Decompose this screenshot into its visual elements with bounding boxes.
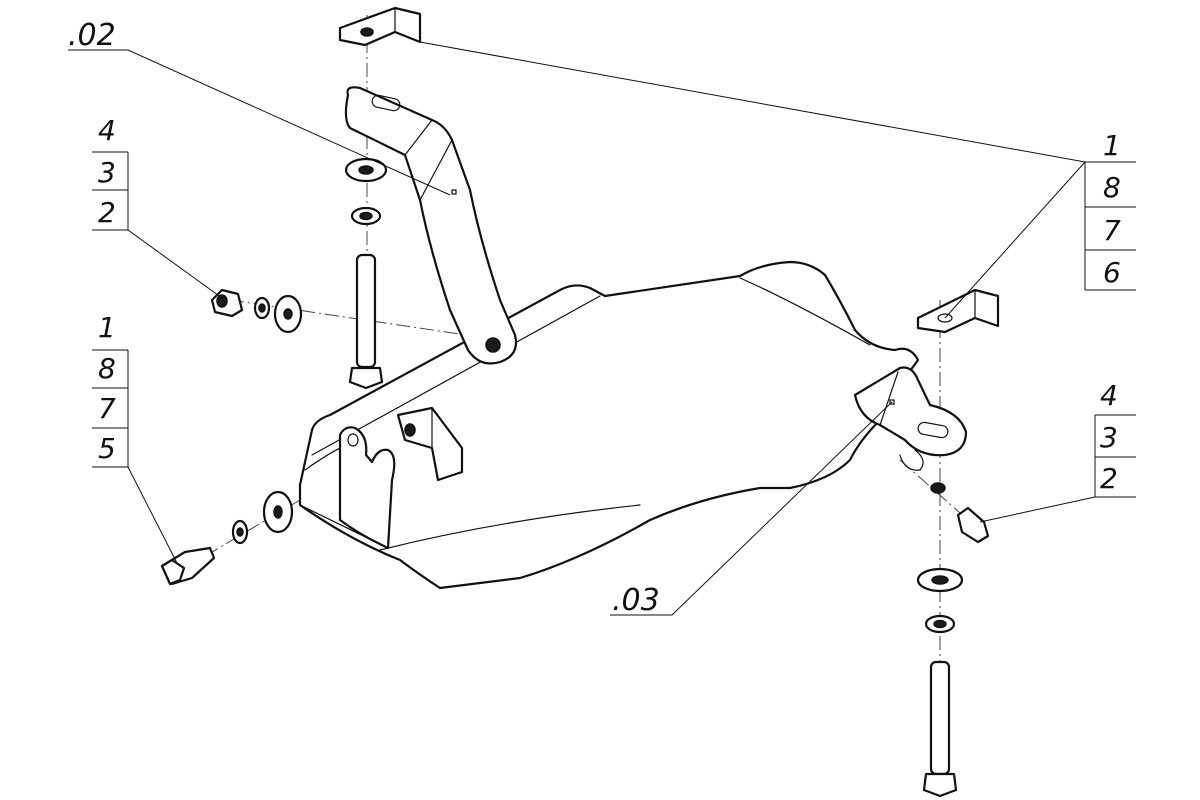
stack-item: 7 [1103, 214, 1121, 247]
hardware-bottom-stack [916, 567, 964, 798]
callout-03-label: .03 [612, 583, 660, 618]
stack-item: 2 [1100, 462, 1118, 495]
tall-bracket [344, 86, 518, 365]
callout-stack-lower-right: 4 3 2 [1094, 379, 1136, 497]
stack-item: 1 [1103, 129, 1121, 162]
stack-item: 7 [98, 392, 116, 425]
skid-plate [298, 260, 920, 590]
stack-item: 8 [1103, 171, 1121, 204]
hardware-left-upper [210, 288, 303, 334]
callout-02-label: .02 [68, 18, 116, 53]
clip-front [396, 406, 464, 482]
clip-top [338, 6, 422, 47]
stack-item: 4 [98, 114, 116, 147]
rear-bracket [853, 366, 968, 471]
clip-right [916, 288, 1000, 334]
callout-02: .02 [68, 18, 116, 53]
stack-item: 5 [98, 432, 116, 465]
callout-03: .03 [612, 583, 660, 618]
hardware-left-lower [160, 490, 294, 586]
stack-item: 3 [1100, 421, 1118, 454]
callout-stack-lower-left: 1 8 7 5 [92, 311, 129, 467]
hardware-top-stack [344, 157, 388, 390]
callout-stack-upper-left: 4 3 2 [92, 114, 129, 230]
stack-item: 4 [1100, 379, 1118, 412]
stack-item: 2 [98, 196, 116, 229]
stack-item: 8 [98, 352, 116, 385]
stack-item: 6 [1103, 256, 1121, 289]
stack-item: 1 [98, 311, 116, 344]
stack-item: 3 [98, 156, 116, 189]
callout-stack-upper-right: 1 8 7 6 [1084, 129, 1136, 291]
hardware-right-bolt [930, 482, 990, 544]
